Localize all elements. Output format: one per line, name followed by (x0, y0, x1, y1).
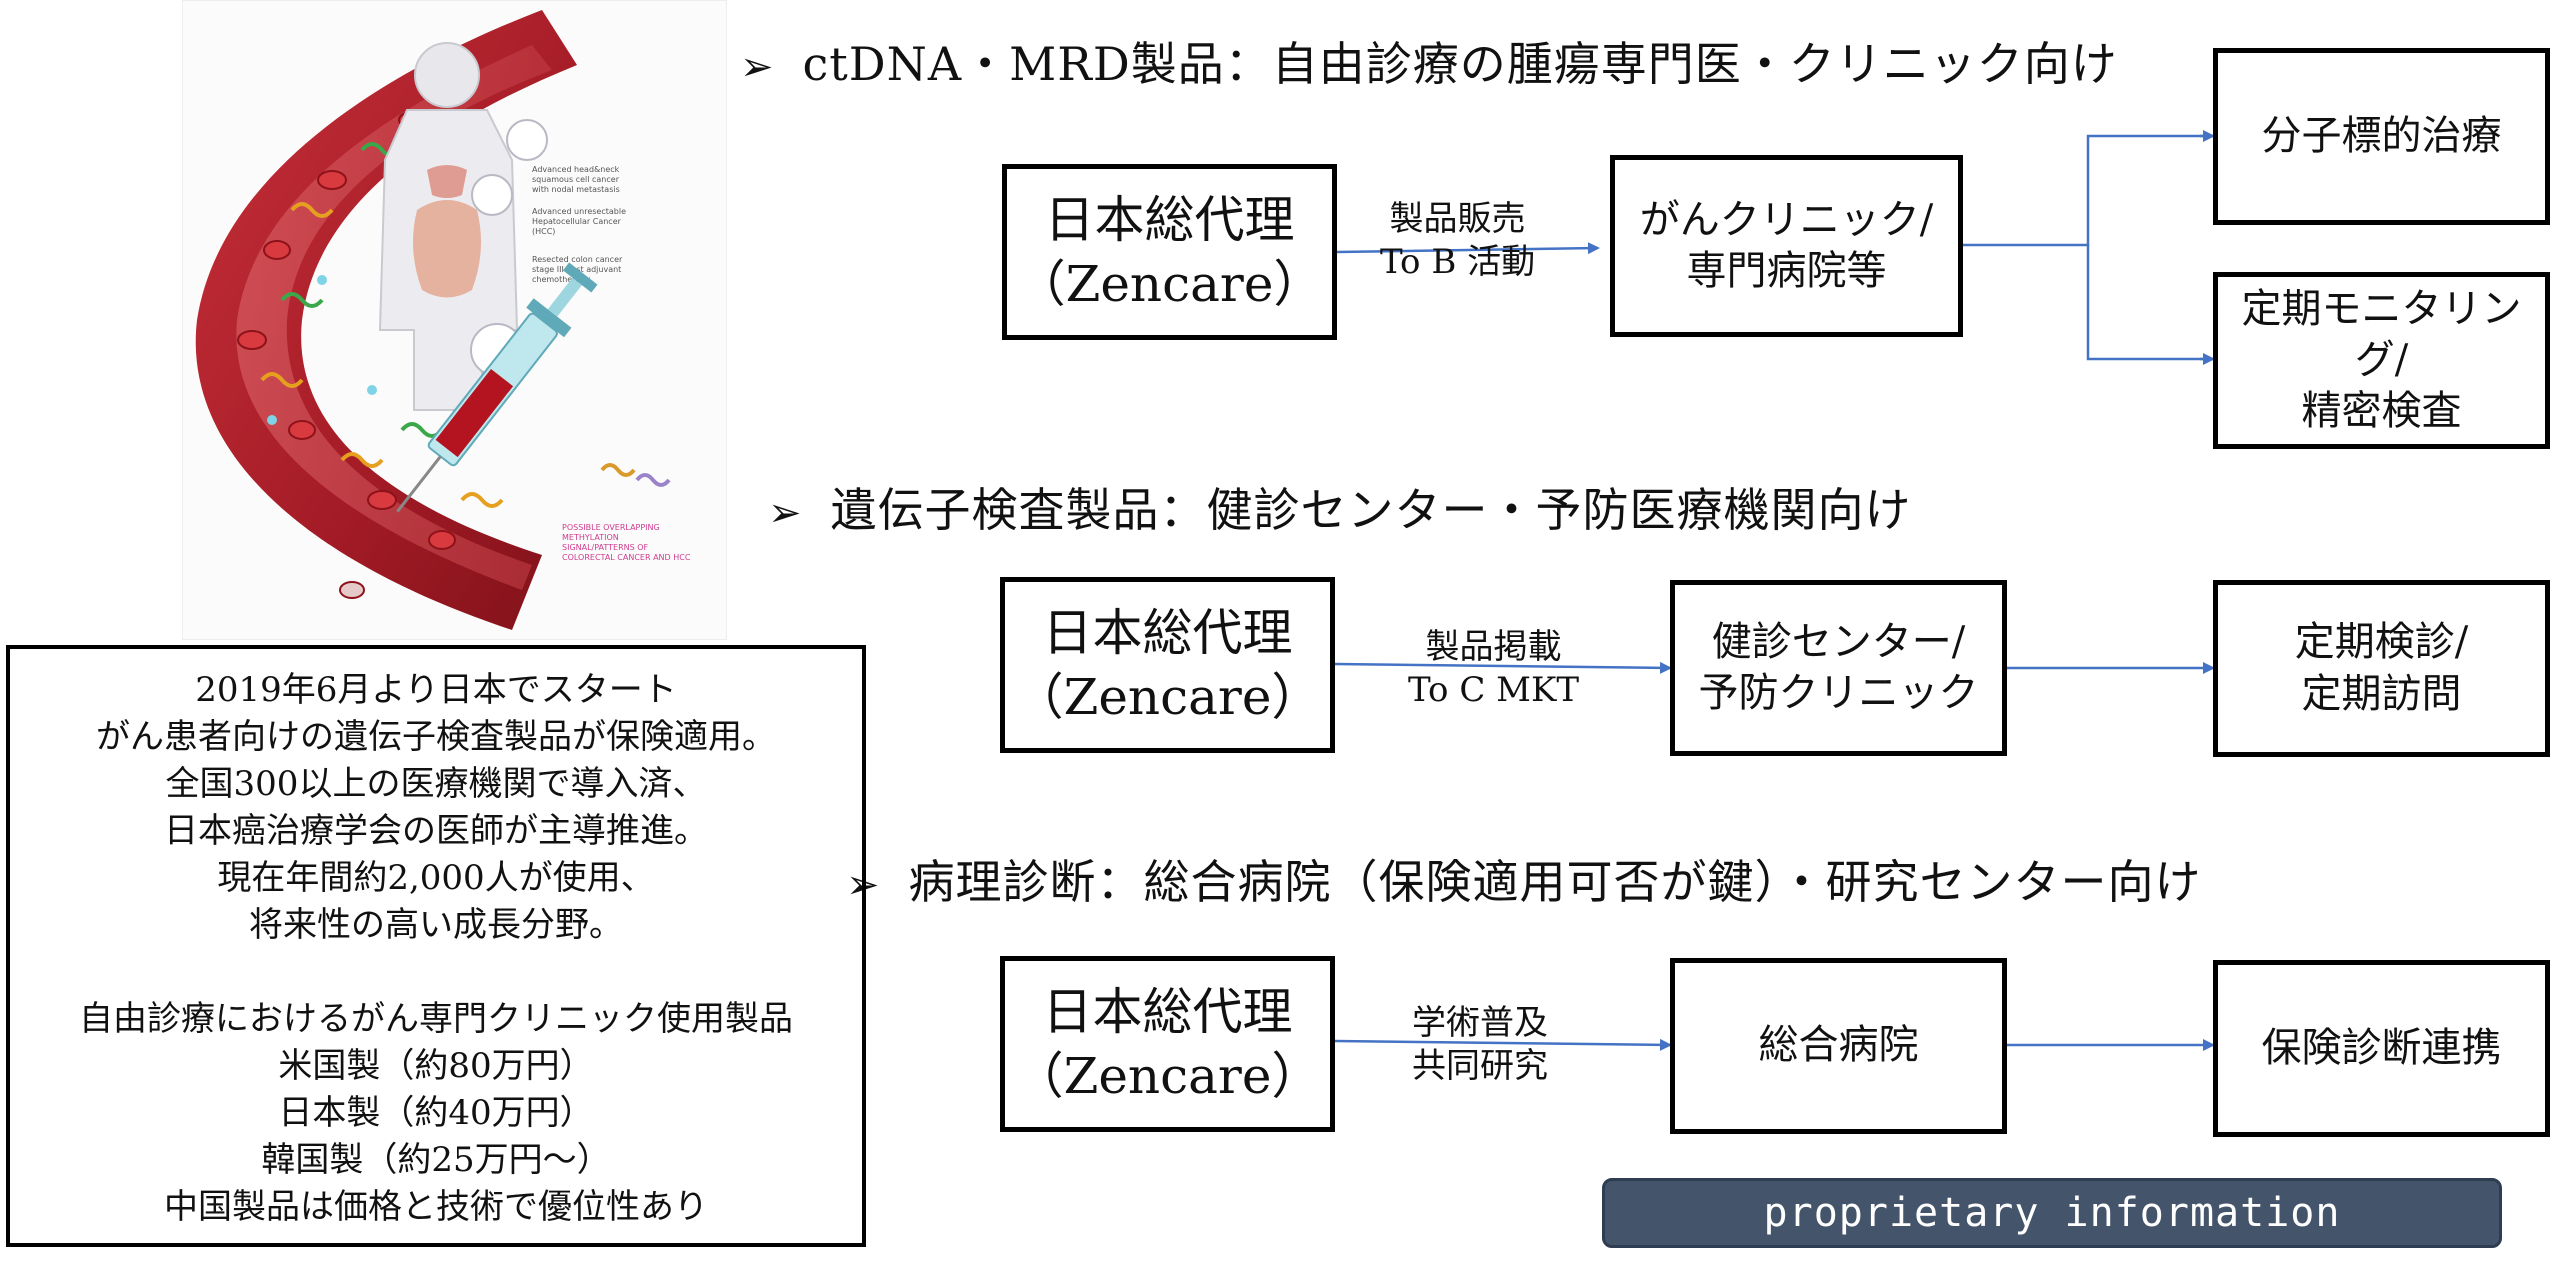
info-line: がん患者向けの遺伝子検査製品が保険適用。 (96, 717, 776, 757)
proprietary-information-badge: proprietary information (1602, 1178, 2502, 1248)
info-line: 中国製品は価格と技術で優位性あり (164, 1187, 708, 1227)
svg-text:Hepatocellular Cancer: Hepatocellular Cancer (532, 217, 622, 226)
channel-line: To C MKT (1408, 669, 1580, 710)
svg-text:COLORECTAL CANCER AND HCC: COLORECTAL CANCER AND HCC (562, 553, 691, 562)
box-line: （Zencare） (1015, 255, 1324, 313)
box-line: 日本総代理 (1044, 191, 1295, 249)
channel-line: 製品掲載 (1425, 627, 1562, 667)
section-heading-text: 遺伝子検査製品：健診センター・予防医療機関向け (830, 483, 1912, 537)
channel-label: 学術普及 共同研究 (1412, 1002, 1548, 1087)
svg-text:Advanced head&neck: Advanced head&neck (532, 165, 620, 174)
arrow-clinic-branch (1962, 134, 2213, 247)
box-line: 予防クリニック (1698, 670, 1979, 716)
source-box-zencare: 日本総代理 （Zencare） (1000, 956, 1335, 1132)
channel-line: 製品販売 (1389, 199, 1526, 239)
market-info-box: 2019年6月より日本でスタート がん患者向けの遺伝子検査製品が保険適用。 全国… (6, 645, 866, 1247)
box-line: 精密検査 (2301, 388, 2462, 435)
target-box-regular-checkup: 定期検診/ 定期訪問 (2213, 580, 2550, 757)
info-line: 現在年間約2,000人が使用、 (217, 858, 655, 898)
box-line: 保険診断連携 (2261, 1024, 2502, 1071)
source-box-zencare: 日本総代理 （Zencare） (1002, 164, 1337, 340)
section-heading-genetic-test: ➢ 遺伝子検査製品：健診センター・予防医療機関向け (768, 474, 1912, 540)
info-line: 韓国製（約25万円～） (261, 1140, 611, 1180)
svg-text:(HCC): (HCC) (532, 227, 555, 236)
info-line: 自由診療におけるがん専門クリニック使用製品 (79, 999, 793, 1039)
box-line: 日本総代理 (1042, 983, 1293, 1041)
svg-text:Advanced unresectable: Advanced unresectable (532, 207, 626, 216)
svg-text:SIGNAL/PATTERNS OF: SIGNAL/PATTERNS OF (562, 543, 649, 552)
svg-text:POSSIBLE OVERLAPPING: POSSIBLE OVERLAPPING (562, 523, 660, 532)
middle-box-general-hospital: 総合病院 (1670, 958, 2007, 1134)
box-line: がんクリニック/ (1639, 196, 1934, 243)
target-box-monitoring: 定期モニタリング/ 精密検査 (2213, 272, 2550, 449)
info-line: 全国300以上の医療機関で導入済、 (165, 764, 707, 804)
info-line: 米国製（約80万円） (278, 1046, 594, 1086)
info-line: 将来性の高い成長分野。 (249, 905, 623, 945)
box-line: （Zencare） (1013, 668, 1322, 726)
arrow-source-to-checkup (1334, 661, 1672, 674)
info-line: 日本癌治療学会の医師が主導推進。 (164, 811, 708, 851)
box-line: 総合病院 (1758, 1022, 1919, 1069)
box-line: （Zencare） (1013, 1047, 1322, 1105)
arrow-clinic-branch-lower (2086, 245, 2213, 361)
middle-box-health-checkup: 健診センター/ 予防クリニック (1670, 580, 2007, 756)
box-line: 日本総代理 (1042, 604, 1293, 662)
channel-line: To B 活動 (1380, 241, 1536, 282)
info-line: 日本製（約40万円） (278, 1093, 594, 1133)
svg-text:with nodal metastasis: with nodal metastasis (532, 185, 620, 194)
channel-line: 共同研究 (1412, 1045, 1548, 1086)
box-line: 定期訪問 (2301, 670, 2462, 717)
footer-label: proprietary information (1763, 1190, 2341, 1236)
channel-label: 製品掲載 To C MKT (1408, 626, 1579, 711)
box-line: 健診センター/ (1711, 618, 1966, 665)
target-box-molecular-therapy: 分子標的治療 (2213, 48, 2550, 225)
info-spacer (10, 949, 862, 996)
box-line: 専門病院等 (1686, 248, 1887, 294)
arrow-source-to-clinic (1336, 242, 1600, 255)
arrow-source-to-hospital (1334, 1038, 1672, 1051)
blood-vessel-illustration: Advanced head&neck squamous cell cancer … (182, 0, 727, 640)
svg-text:Resected colon cancer: Resected colon cancer (532, 255, 623, 264)
svg-text:squamous cell cancer: squamous cell cancer (532, 175, 620, 184)
source-box-zencare: 日本総代理 （Zencare） (1000, 577, 1335, 753)
section-heading-ctdna: ➢ ctDNA・MRD製品：自由診療の腫瘍専門医・クリニック向け (740, 28, 2118, 94)
channel-line: 学術普及 (1412, 1003, 1548, 1043)
section-heading-pathology: ➢病理診断：総合病院（保険適用可否が鍵）・研究センター向け (846, 846, 2202, 912)
box-line: 定期モニタリング/ (2241, 285, 2522, 383)
section-heading-text: ctDNA・MRD製品：自由診療の腫瘍専門医・クリニック向け (802, 37, 2118, 91)
box-line: 分子標的治療 (2261, 112, 2502, 159)
target-box-insurance-diagnosis: 保険診断連携 (2213, 960, 2550, 1137)
svg-text:METHYLATION: METHYLATION (562, 533, 619, 542)
arrow-bullet-icon: ➢ (768, 490, 803, 536)
svg-text:chemotherapy: chemotherapy (532, 275, 590, 284)
info-line: 2019年6月より日本でスタート (195, 670, 677, 710)
middle-box-cancer-clinic: がんクリニック/ 専門病院等 (1610, 155, 1963, 337)
arrow-bullet-icon: ➢ (740, 44, 775, 90)
box-line: 定期検診/ (2294, 619, 2469, 666)
section-heading-text: 病理診断：総合病院（保険適用可否が鍵）・研究センター向け (908, 855, 2202, 909)
channel-label: 製品販売 To B 活動 (1380, 198, 1535, 283)
